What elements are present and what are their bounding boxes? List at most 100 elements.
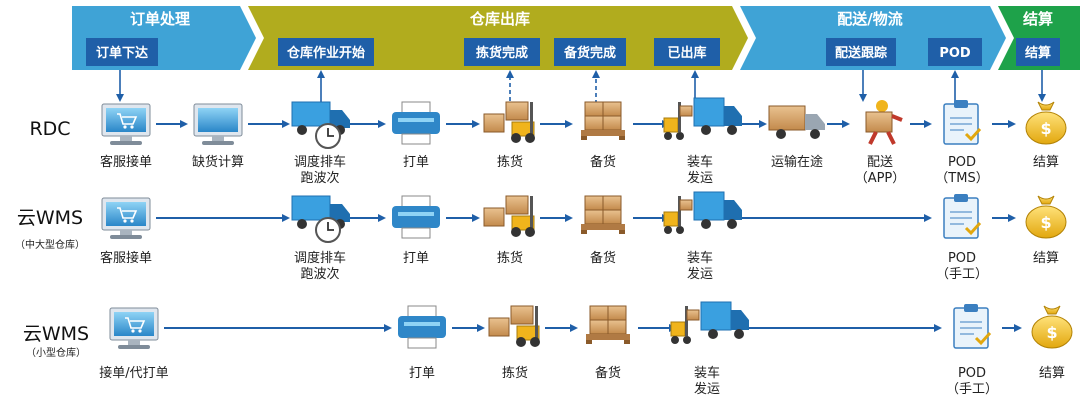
money-bag-icon: $ <box>1025 195 1067 239</box>
row-label-rdc: RDC <box>29 118 70 140</box>
flow-node-label: POD <box>958 366 986 381</box>
flow-node: POD（手工） <box>946 304 998 397</box>
pallet-boxes-icon <box>586 305 630 344</box>
flow-node: POD（手工） <box>936 194 988 282</box>
flow-node-label: 打单 <box>403 251 429 266</box>
flow-node: $ 结算 <box>1025 101 1067 170</box>
sub-stage-boxes <box>86 38 1060 66</box>
printer-icon <box>398 305 446 349</box>
flow-node-label: 打单 <box>409 366 435 381</box>
pallet-boxes-icon <box>581 195 625 234</box>
sub-stage-pod: POD <box>939 46 971 61</box>
row-sublabel-cloud-wms-small: （小型仓库） <box>26 346 86 359</box>
truck-clock-icon <box>291 101 350 149</box>
flow-node: 备货 <box>586 305 630 381</box>
flow-nodes: 客服接单缺货计算调度排车跑波次打单拣货备货装车发运运输在途配送（APP）POD（… <box>99 97 1073 397</box>
flow-node-label: 客服接单 <box>100 250 152 266</box>
sub-stage-pick-done: 拣货完成 <box>476 45 528 61</box>
sub-stage-order-placed: 订单下达 <box>96 45 148 61</box>
row-label-cloud-wms-small: 云WMS <box>23 323 89 345</box>
flow-node-label: 结算 <box>1039 366 1065 381</box>
sub-stage-stock-done: 备货完成 <box>563 45 616 61</box>
flow-node: 打单 <box>392 195 440 266</box>
flow-node-label: POD <box>948 155 976 170</box>
truck-clock-icon <box>291 195 350 243</box>
stage-title-warehouse: 仓库出库 <box>469 10 530 28</box>
money-bag-icon: $ <box>1031 305 1073 349</box>
flow-node-label: 调度排车 <box>294 250 346 266</box>
courier-icon <box>865 100 903 145</box>
flow-node: 缺货计算 <box>192 103 244 170</box>
flow-node-label: 调度排车 <box>294 154 346 170</box>
stage-title-settlement: 结算 <box>1023 10 1053 28</box>
flow-node: $ 结算 <box>1025 195 1067 266</box>
sub-stage-tracking: 配送跟踪 <box>835 45 887 61</box>
flow-node-label: 接单/代打单 <box>99 365 168 381</box>
flow-node: 备货 <box>581 195 625 266</box>
sub-stage-wh-start: 仓库作业开始 <box>286 45 365 61</box>
row-label-cloud-wms-large: 云WMS <box>17 207 83 229</box>
flow-node-label: POD <box>948 251 976 266</box>
flow-node-label: 备货 <box>590 154 616 170</box>
flow-node-label: 备货 <box>590 250 616 266</box>
flow-node: 拣货 <box>488 305 540 381</box>
flow-node-label: 备货 <box>595 365 621 381</box>
sub-stage-shipped: 已出库 <box>667 45 706 61</box>
row-sublabel-cloud-wms-large: （中大型仓库） <box>15 238 85 251</box>
computer-cart-icon <box>101 197 151 239</box>
monitor-icon <box>193 103 243 145</box>
stage-title-delivery: 配送/物流 <box>837 10 902 28</box>
flow-node-label: 装车 <box>694 365 720 381</box>
forklift-icon <box>483 195 535 237</box>
flow-node: 打单 <box>392 101 440 170</box>
flow-node: 备货 <box>581 101 625 170</box>
flow-node-label: 结算 <box>1033 251 1059 266</box>
pallet-boxes-icon <box>581 101 625 140</box>
flow-node: 接单/代打单 <box>99 307 169 381</box>
printer-icon <box>392 195 440 239</box>
forklift-icon <box>488 305 540 347</box>
flow-node-label-line2: 跑波次 <box>300 170 339 186</box>
forklift-truck-icon <box>663 191 742 234</box>
computer-cart-icon <box>101 103 151 145</box>
flow-node-label: 结算 <box>1033 155 1059 170</box>
sub-stage-settle: 结算 <box>1025 45 1051 61</box>
money-bag-icon: $ <box>1025 101 1067 145</box>
flow-node: 打单 <box>398 305 446 381</box>
svg-text:$: $ <box>1040 213 1051 232</box>
forklift-truck-icon <box>663 97 742 140</box>
clipboard-check-icon <box>943 194 982 239</box>
flow-node-label: 拣货 <box>497 154 523 170</box>
flow-node-label-line2: （TMS） <box>935 171 988 186</box>
forklift-icon <box>483 101 535 143</box>
flow-node-label: 装车 <box>687 250 713 266</box>
flow-node-label: 拣货 <box>502 365 528 381</box>
flow-node-label: 运输在途 <box>771 154 823 170</box>
flow-node: 客服接单 <box>100 197 152 266</box>
flow-node-label: 客服接单 <box>100 154 152 170</box>
flow-node: 运输在途 <box>768 105 825 170</box>
printer-icon <box>392 101 440 145</box>
forklift-truck-icon <box>670 301 749 344</box>
svg-text:$: $ <box>1040 119 1051 138</box>
flow-node-label-line2: （手工） <box>946 382 998 397</box>
svg-text:$: $ <box>1046 323 1057 342</box>
flow-node: 客服接单 <box>100 103 152 170</box>
delivery-truck-icon <box>768 105 825 139</box>
flow-node-label-line2: 跑波次 <box>300 266 339 282</box>
flow-node: POD（TMS） <box>935 100 989 186</box>
flow-node: 拣货 <box>483 195 535 266</box>
clipboard-check-icon <box>953 304 992 349</box>
flow-node: 拣货 <box>483 101 535 170</box>
flow-node: 配送（APP） <box>855 100 905 186</box>
clipboard-check-icon <box>943 100 982 145</box>
computer-cart-icon <box>109 307 159 349</box>
flow-node-label: 打单 <box>403 155 429 170</box>
flow-arrows <box>156 120 1022 332</box>
